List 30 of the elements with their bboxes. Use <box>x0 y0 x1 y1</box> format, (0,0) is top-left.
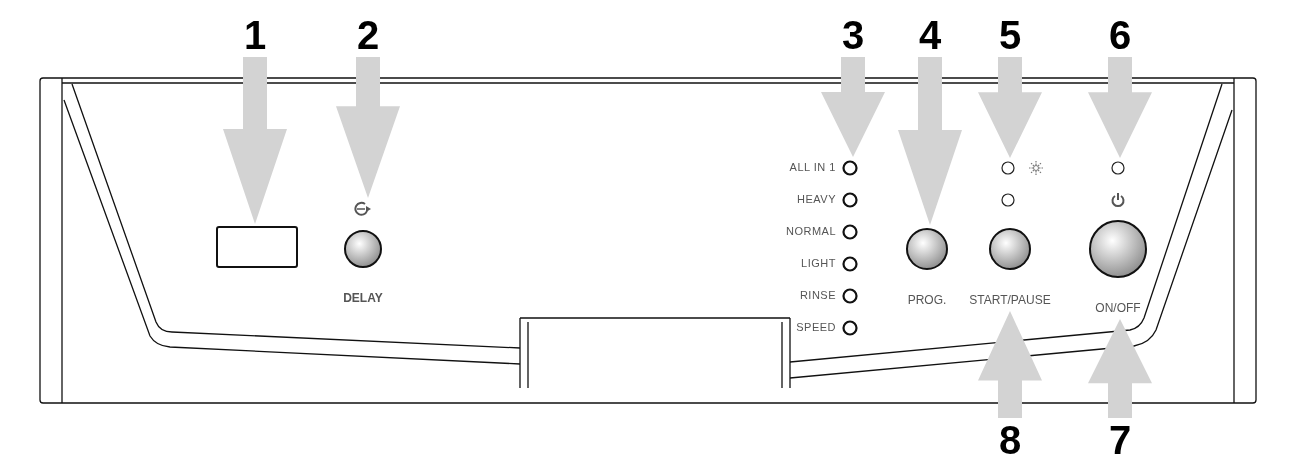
indicator-label: SPEED <box>796 321 836 333</box>
button-label: DELAY <box>342 291 384 305</box>
callout-number: 8 <box>990 418 1030 462</box>
indicator-light <box>1000 192 1016 208</box>
arrow <box>978 311 1042 418</box>
indicator-label: NORMAL <box>785 225 836 237</box>
arrow <box>223 57 287 224</box>
callout-number: 3 <box>833 13 873 57</box>
indicator-label: LIGHT <box>801 257 836 269</box>
indicator-light <box>1110 160 1126 176</box>
button-label: ON/OFF <box>1094 301 1142 315</box>
indicator-label: RINSE <box>799 289 836 301</box>
callout-number: 2 <box>348 13 388 57</box>
indicator-light <box>1000 160 1016 176</box>
callout-number: 1 <box>235 13 275 57</box>
callout-number: 7 <box>1100 418 1140 462</box>
arrow <box>336 57 400 198</box>
button-label: START/PAUSE <box>968 293 1052 307</box>
display-window <box>216 226 298 268</box>
arrow <box>898 57 962 225</box>
indicator-label: ALL IN 1 <box>789 161 836 173</box>
arrow <box>1088 319 1152 418</box>
button-label: PROG. <box>906 293 948 307</box>
callout-number: 5 <box>990 13 1030 57</box>
arrow <box>821 57 885 157</box>
callout-number: 6 <box>1100 13 1140 57</box>
indicator-label: HEAVY <box>797 193 836 205</box>
callout-number: 4 <box>910 13 950 57</box>
arrow <box>978 57 1042 158</box>
arrow <box>1088 57 1152 158</box>
